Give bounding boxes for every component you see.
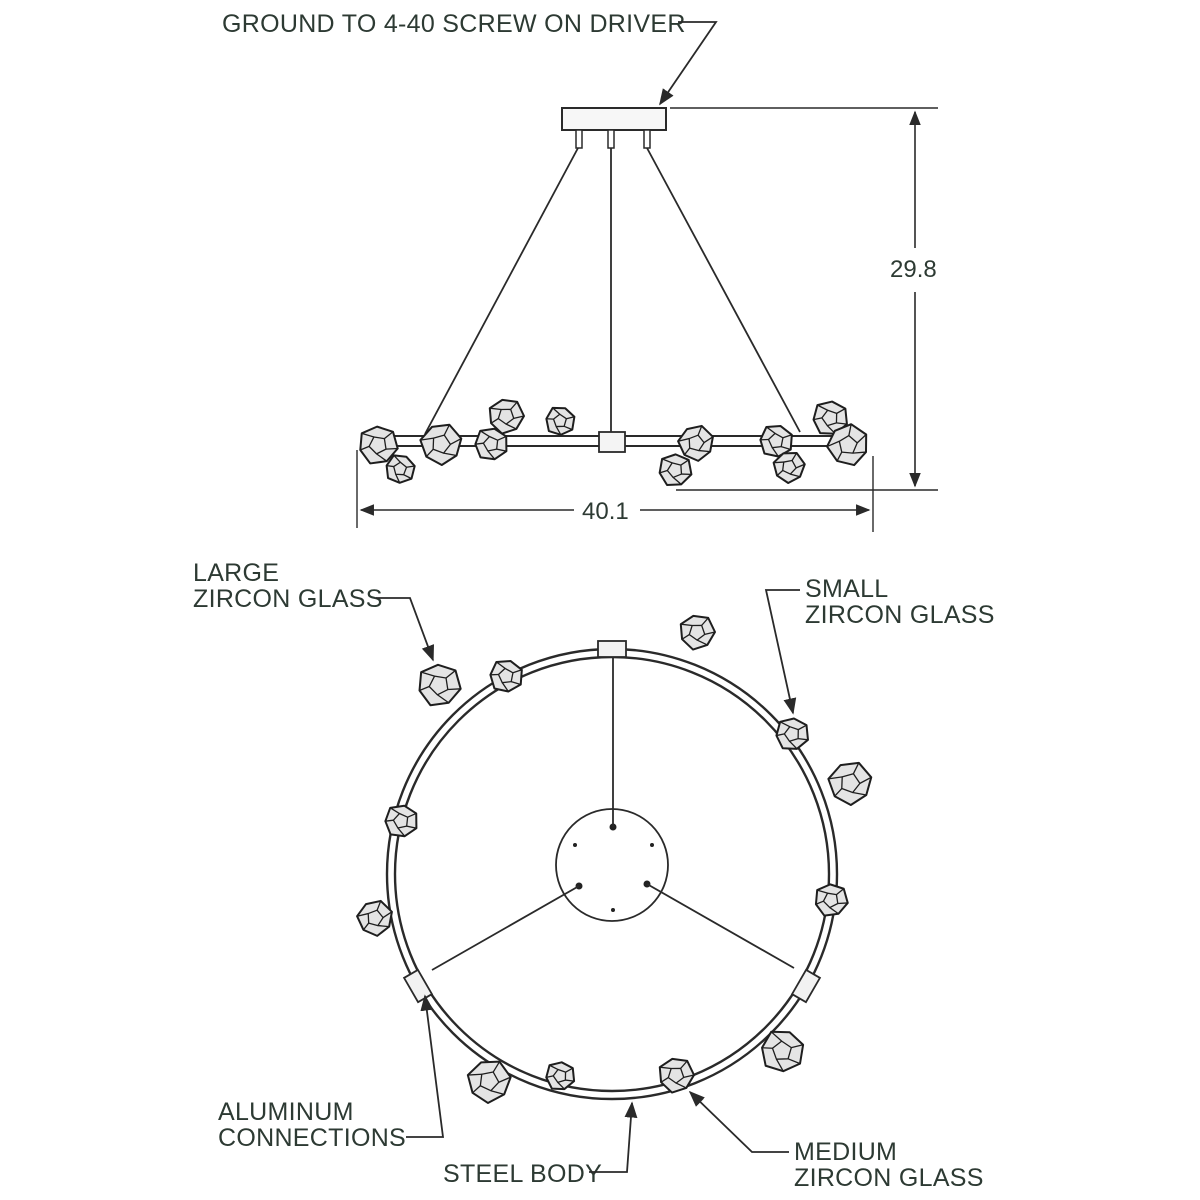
aluminum-label-line2: CONNECTIONS bbox=[218, 1124, 406, 1152]
canopy-screw bbox=[650, 843, 654, 847]
medium-glass-plan bbox=[679, 614, 716, 651]
medium-glass-label-line1: MEDIUM bbox=[794, 1138, 897, 1166]
steel-body-callout: STEEL BODY bbox=[443, 1101, 638, 1188]
small-glass-label-line2: ZIRCON GLASS bbox=[805, 601, 995, 629]
medium-glass-side bbox=[488, 398, 525, 435]
canopy-screw bbox=[573, 843, 577, 847]
medium-glass-side bbox=[677, 424, 714, 462]
large-glass-side bbox=[359, 425, 399, 465]
ground-label: GROUND TO 4-40 SCREW ON DRIVER bbox=[222, 10, 686, 38]
medium-glass-plan bbox=[658, 1057, 695, 1094]
canopy-disc bbox=[555, 808, 669, 922]
height-dimension: 29.8 bbox=[670, 107, 938, 491]
aluminum-connection bbox=[597, 640, 627, 658]
canopy-screw bbox=[611, 908, 615, 912]
medium-glass-side bbox=[759, 425, 793, 458]
small-glass-plan bbox=[775, 717, 809, 750]
width-value: 40.1 bbox=[582, 498, 629, 525]
large-glass-plan bbox=[418, 663, 462, 707]
ground-callout: GROUND TO 4-40 SCREW ON DRIVER bbox=[222, 10, 718, 106]
large-glass-label-line1: LARGE bbox=[193, 559, 279, 587]
medium-glass-plan bbox=[356, 899, 393, 937]
canopy-stud-center bbox=[607, 129, 615, 149]
small-glass-side bbox=[772, 451, 806, 484]
large-glass-side bbox=[826, 423, 868, 467]
width-dimension: 40.1 bbox=[356, 450, 874, 532]
aluminum-label-line1: ALUMINUM bbox=[218, 1098, 354, 1126]
center-connector-side bbox=[598, 431, 626, 453]
large-glass-plan bbox=[466, 1060, 512, 1104]
small-glass-label-line1: SMALL bbox=[805, 575, 888, 603]
canopy bbox=[561, 107, 667, 131]
large-glass-callout: LARGE ZIRCON GLASS bbox=[193, 559, 435, 662]
small-glass-plan bbox=[814, 883, 849, 917]
height-value: 29.8 bbox=[890, 256, 937, 283]
medium-glass-side bbox=[474, 427, 508, 461]
steel-body-label: STEEL BODY bbox=[443, 1160, 602, 1188]
medium-glass-label-line2: ZIRCON GLASS bbox=[794, 1164, 984, 1192]
small-glass-callout: SMALL ZIRCON GLASS bbox=[764, 575, 995, 715]
canopy-stud-right bbox=[643, 129, 651, 149]
aluminum-connection bbox=[402, 968, 434, 1004]
small-glass-side bbox=[385, 454, 416, 484]
large-glass-side bbox=[419, 423, 463, 466]
plan-cable-left bbox=[431, 885, 580, 971]
suspension-cable-left bbox=[424, 147, 579, 435]
large-glass-label-line2: ZIRCON GLASS bbox=[193, 585, 383, 613]
small-glass-plan bbox=[545, 1061, 576, 1091]
medium-glass-callout: MEDIUM ZIRCON GLASS bbox=[688, 1090, 984, 1192]
large-glass-plan bbox=[827, 761, 873, 806]
small-glass-plan bbox=[489, 660, 523, 693]
suspension-cable-right bbox=[646, 147, 801, 433]
medium-glass-side bbox=[658, 453, 693, 487]
aluminum-callout: ALUMINUM CONNECTIONS bbox=[218, 994, 445, 1152]
plan-cable-right bbox=[646, 883, 795, 969]
aluminum-connection bbox=[790, 968, 822, 1004]
small-glass-plan bbox=[384, 804, 418, 838]
side-elevation-view bbox=[359, 107, 868, 487]
plan-view bbox=[356, 614, 873, 1104]
small-glass-side bbox=[545, 406, 576, 436]
canopy-stud-left bbox=[575, 129, 583, 149]
large-glass-plan bbox=[761, 1030, 805, 1073]
